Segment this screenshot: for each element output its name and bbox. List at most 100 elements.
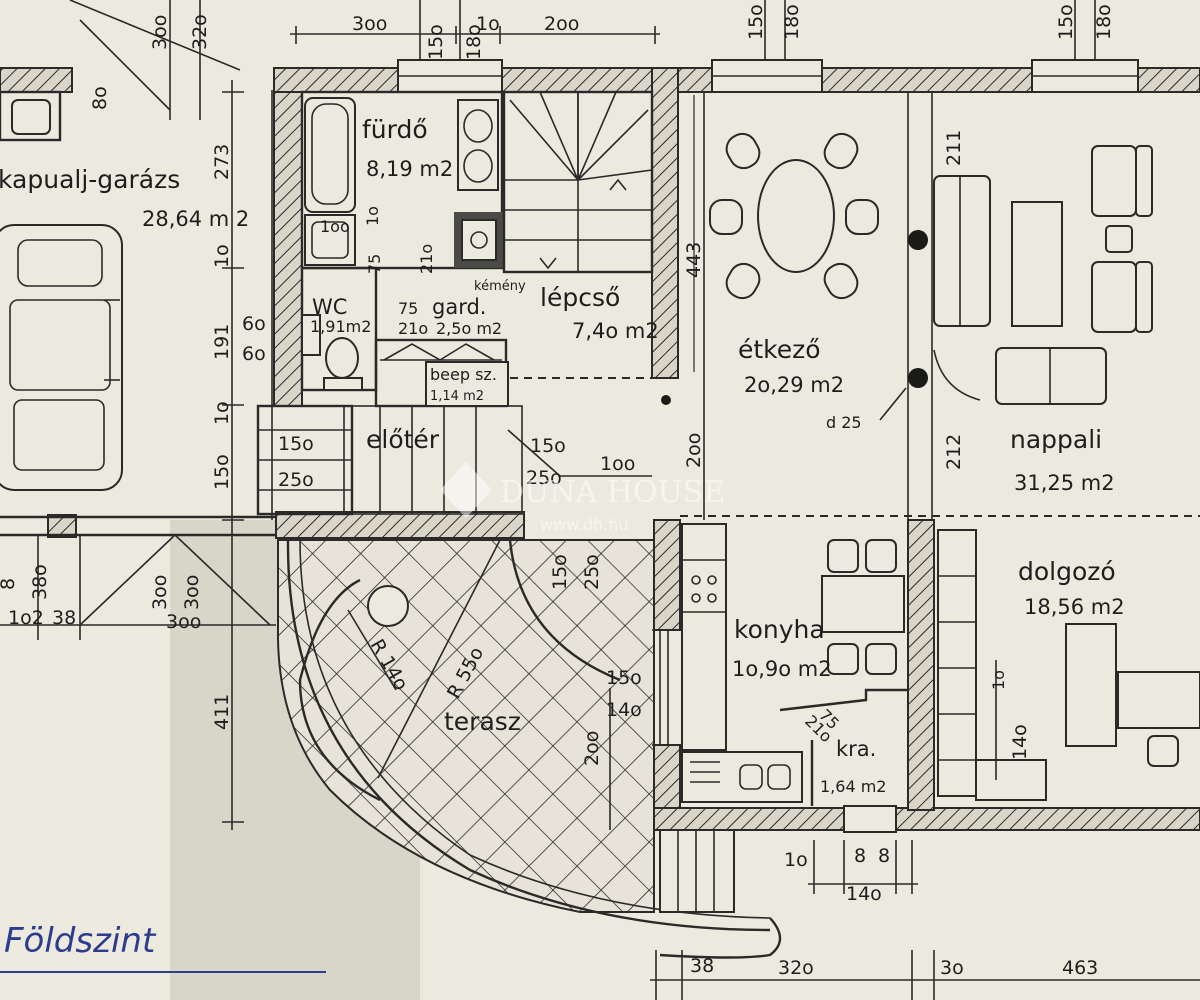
column-icon <box>908 368 928 388</box>
dimension-label: 15o <box>549 554 571 590</box>
room-name-stairs: lépcső <box>540 283 620 312</box>
room-area-bath: 8,19 m2 <box>366 157 453 181</box>
dining-furniture <box>703 92 933 520</box>
room-name-study: dolgozó <box>1018 557 1116 586</box>
dimension-label: 191 <box>211 324 233 360</box>
dimension-label: 8 <box>878 845 890 867</box>
dimension-label: 38 <box>52 607 76 629</box>
room-area-garage: 28,64 m 2 <box>142 207 249 231</box>
room-area-dining: 2o,29 m2 <box>744 373 844 397</box>
top-dimension-lines <box>69 0 1096 120</box>
dimension-label: 25o <box>581 554 603 590</box>
dimension-label: 8o <box>89 86 111 110</box>
kitchen-fixtures <box>652 523 908 806</box>
hall-stairs <box>256 404 561 516</box>
watermark-logo-icon <box>440 462 492 518</box>
room-area-stairs: 7,4o m2 <box>572 319 659 343</box>
dimension-label: 1o <box>211 244 233 268</box>
watermark-url: www.dh.hu <box>540 515 629 534</box>
terrace-arc <box>298 578 381 802</box>
column-icon <box>908 230 928 250</box>
car-icon <box>0 224 123 491</box>
dimension-label: 15o <box>745 4 767 40</box>
dimension-label: 75 <box>398 299 418 318</box>
left-dimension-line <box>222 80 244 830</box>
staircase <box>502 90 654 274</box>
study-furniture <box>937 529 1200 801</box>
room-area-wc: 1,91m2 <box>310 317 371 336</box>
watermark-brand: DUNA HOUSE <box>500 475 725 510</box>
dimension-label: 15o <box>606 667 642 689</box>
point-marker <box>661 395 671 405</box>
windows <box>397 59 1139 833</box>
dimension-label: 443 <box>683 242 705 278</box>
room-area-living: 31,25 m2 <box>1014 471 1115 495</box>
dimension-label: 2oo <box>581 731 603 766</box>
dimension-label: 38o <box>29 564 51 600</box>
terrace-stair-arc <box>508 539 621 682</box>
wc-fixtures <box>300 266 378 392</box>
radius-line <box>347 609 397 691</box>
dimension-label: 1o <box>989 670 1008 690</box>
dimension-label: 32o <box>189 14 211 50</box>
bathroom-fixtures <box>300 90 504 270</box>
terrace-paving <box>277 539 655 913</box>
room-name-builtin: beep sz. <box>430 365 497 384</box>
dimension-label: 32o <box>778 957 814 979</box>
living-furniture <box>933 145 1153 405</box>
dimension-label: 1o <box>211 401 233 425</box>
dimension-label: 2oo <box>683 433 705 468</box>
dimension-label: 1o2 <box>8 607 44 629</box>
dimension-label: 18o <box>1093 4 1115 40</box>
room-name-garage: kapualj-garázs <box>0 165 180 194</box>
terrace-curve-outer <box>286 539 771 932</box>
window-dimension-lines <box>808 840 918 894</box>
column-leader-line <box>879 387 907 421</box>
dimension-label: 463 <box>1062 957 1098 979</box>
dimension-label: 15o <box>278 433 314 455</box>
dimension-label: 18o <box>781 4 803 40</box>
column-label: d 25 <box>826 413 862 432</box>
room-area-wardrobe: 2,5o m2 <box>436 319 502 338</box>
dimension-label: 15o <box>425 24 447 60</box>
dimension-label: 21o <box>417 244 436 274</box>
entrance-steps <box>659 829 735 913</box>
bottom-left-dimensions <box>0 534 276 640</box>
dimension-label: 3oo <box>149 575 171 610</box>
dimension-label: 212 <box>943 434 965 470</box>
room-name-hall: előtér <box>366 425 440 454</box>
dimension-label: 273 <box>211 144 233 180</box>
dimension-label: 411 <box>211 694 233 730</box>
room-name-living: nappali <box>1010 425 1102 454</box>
dimension-label: 15o <box>1055 4 1077 40</box>
room-name-pantry: kra. <box>836 737 876 761</box>
dimension-label: 3oo <box>166 611 201 633</box>
radius-line <box>377 539 501 779</box>
dimension-label: 1o <box>476 13 500 35</box>
dimension-label: 15o <box>211 454 233 490</box>
room-name-bath: fürdő <box>362 115 428 144</box>
dimension-label: 14o <box>1009 724 1031 760</box>
dimension-label: 1o <box>363 206 382 226</box>
planter-icon <box>367 585 409 627</box>
watermark: DUNA HOUSE www.dh.hu <box>440 462 725 534</box>
dimension-label: 3o <box>940 957 964 979</box>
dimension-label: 8 <box>854 845 866 867</box>
room-area-pantry: 1,64 m2 <box>820 777 886 796</box>
room-name-wardrobe: gard. <box>432 295 486 319</box>
dimension-label: 1oo <box>320 217 350 236</box>
terrace-curve-end <box>659 917 782 959</box>
dimension-label: 1o <box>784 849 808 871</box>
dimension-label: 6o <box>242 343 266 365</box>
dimension-label: 1oo <box>600 453 635 475</box>
exterior-walls <box>273 67 1200 831</box>
dimension-label: 14o <box>846 883 882 905</box>
dimension-label: 8 <box>0 578 19 590</box>
dimension-label: 14o <box>606 699 642 721</box>
room-area-kitchen: 1o,9o m2 <box>732 657 832 681</box>
plan-title: Földszint <box>4 921 157 961</box>
room-name-terrace: terasz <box>444 707 521 736</box>
room-name-kitchen: konyha <box>734 615 825 644</box>
dimension-label: 25o <box>278 469 314 491</box>
